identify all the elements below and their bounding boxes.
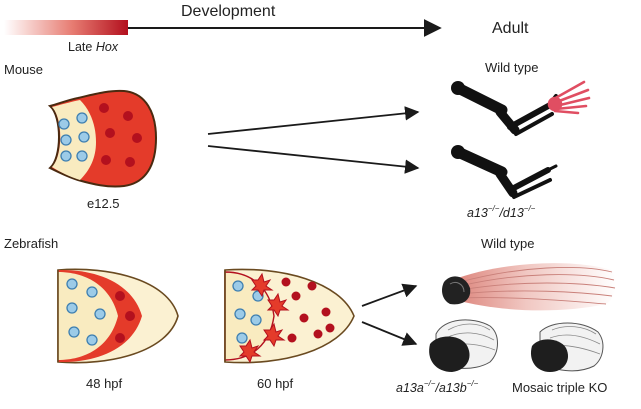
late-hox-label: Late Hox: [68, 40, 118, 54]
mouse-mutant-label: a13−/−/d13−/−: [467, 204, 536, 220]
zebrafish-wildtype-label: Wild type: [481, 236, 535, 251]
mouse-blue-cells: [58, 112, 90, 162]
zebrafish-60hpf-star-cells: [238, 272, 290, 364]
zebrafish-arrow-to-mutant: [361, 321, 418, 346]
mouse-wildtype-skeleton: [451, 81, 558, 136]
late-hox-prefix: Late: [68, 40, 96, 54]
zebrafish-arrow-to-wildtype: [361, 283, 418, 307]
zebrafish-double-mutant-label: a13a−/−/a13b−/−: [396, 379, 479, 395]
zebrafish-48hpf-blue-cells: [66, 278, 106, 346]
mouse-wildtype-label: Wild type: [485, 60, 539, 75]
zebrafish-stage-60-label: 60 hpf: [257, 376, 294, 391]
zebrafish-section-label: Zebrafish: [4, 236, 59, 251]
zebrafish-48hpf-red-cells: [115, 291, 135, 343]
mouse-stage-label: e12.5: [87, 196, 120, 211]
zebrafish-60hpf-blue-cells: [232, 280, 264, 344]
zebrafish-wildtype-fin: [442, 263, 616, 311]
adult-label: Adult: [492, 20, 529, 37]
mouse-arrow-to-mutant: [207, 145, 420, 174]
zebrafish-stage-48-label: 48 hpf: [86, 376, 123, 391]
mouse-red-cells: [99, 103, 142, 167]
mouse-mutant-skeleton: [451, 145, 558, 199]
zebrafish-mosaic-triple-ko-fin: [530, 322, 604, 372]
mouse-section-label: Mouse: [4, 62, 44, 77]
late-hox-gene: Hox: [95, 40, 119, 54]
mouse-wildtype-autopod: [547, 80, 591, 115]
zebrafish-60hpf-red-cells: [281, 277, 335, 343]
zebrafish-mosaic-label: Mosaic triple KO: [512, 380, 608, 395]
late-hox-gradient-bar: [4, 20, 128, 35]
mouse-arrow-to-wildtype: [207, 106, 420, 135]
zebrafish-double-mutant-fin: [429, 319, 498, 372]
development-label: Development: [181, 3, 276, 20]
